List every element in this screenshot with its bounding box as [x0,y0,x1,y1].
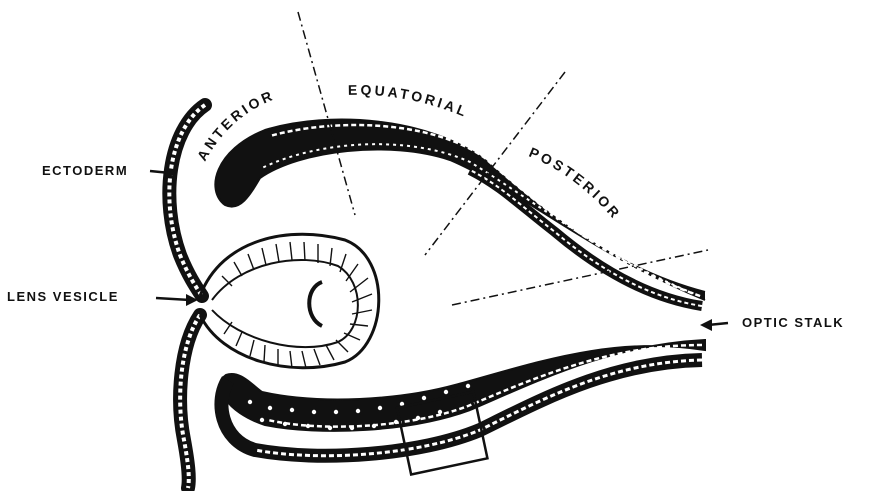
lens-vesicle-shape [200,234,379,368]
equatorial-label: EQUATORIAL [348,82,471,121]
lens-vesicle-arrow [156,294,198,306]
lens-vesicle-label: LENS VESICLE [7,290,119,303]
ectoderm-label: ECTODERM [42,164,128,177]
region-division-lines [298,12,708,305]
optic-stalk-label: OPTIC STALK [742,316,844,329]
optic-stalk-arrow [700,319,728,331]
optic-cup-upper-wall [215,120,705,306]
region-label-equatorial: EQUATORIAL [348,82,471,121]
optic-cup-lower-wall [221,340,705,456]
